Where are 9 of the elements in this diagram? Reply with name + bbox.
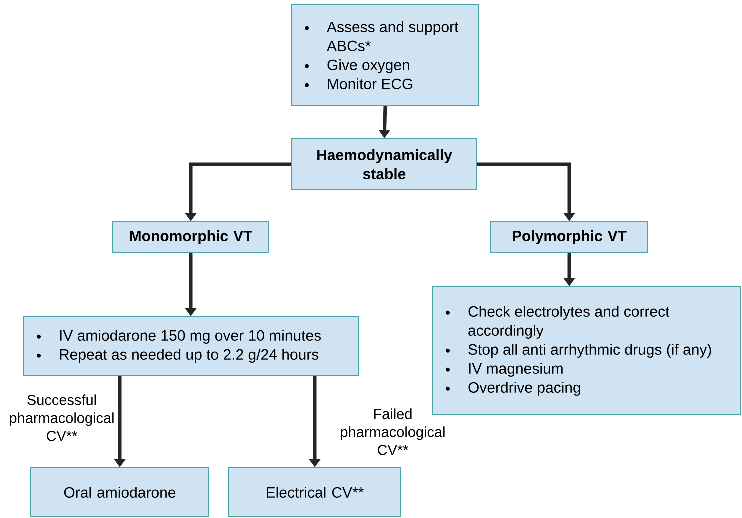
process-box: Monomorphic VT [112,222,270,254]
process-box: Haemodynamically stable [292,138,478,190]
process-box: Assess and support ABCs* Give oxygen Monitor ECG [292,4,480,106]
edge-label: Successful pharmacological CV** [10,394,114,442]
process-box: Check electrolytes and correct accordingly Stop all anti arrhythmic drugs (if any) IV magnesium Overdrive pacing [432,286,742,416]
process-box: Polymorphic VT [490,222,648,254]
process-box: Electrical CV** [228,468,402,518]
process-box: Oral amiodarone [30,468,210,518]
process-box: IV amiodarone 150 mg over 10 minutes Repeat as needed up to 2.2 g/24 hours [24,316,360,376]
